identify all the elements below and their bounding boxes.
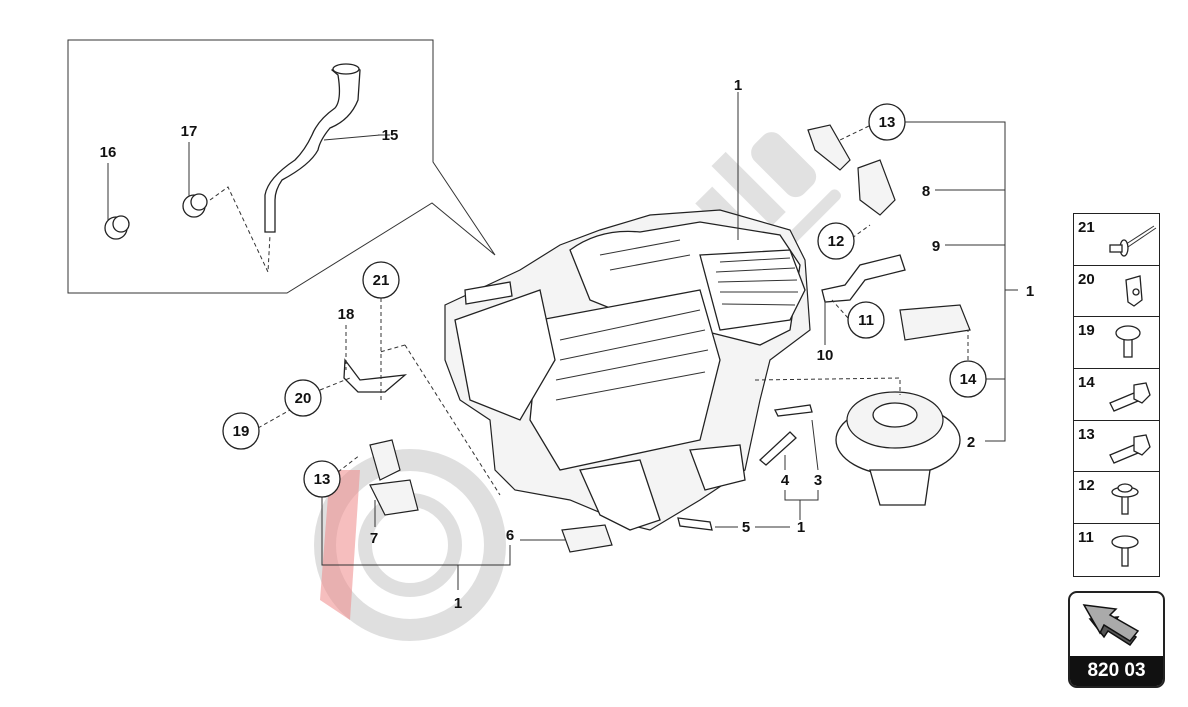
legend-item: 12 [1074, 472, 1159, 525]
callout-17: 17 [181, 123, 198, 140]
callout-20: 20 [295, 390, 312, 407]
callout-14: 14 [960, 371, 977, 388]
flange-screw-icon [1111, 535, 1139, 567]
hex-bolt-icon [1109, 382, 1151, 412]
grommet-part-16 [104, 215, 130, 240]
legend-number: 13 [1078, 425, 1095, 443]
hose-part-15 [264, 65, 361, 233]
callout-1-bottom: 1 [454, 595, 462, 612]
callout-circles [222, 103, 987, 498]
hvac-housing-assembly [444, 209, 811, 531]
blower-resistor-part-9 [899, 304, 971, 341]
back-to-group-button[interactable]: 820 03 [1068, 591, 1165, 688]
legend-number: 20 [1078, 270, 1095, 288]
callout-2: 2 [967, 434, 975, 451]
callout-6: 6 [506, 527, 514, 544]
group-code: 820 03 [1070, 656, 1163, 686]
grommet-part-17 [182, 193, 208, 218]
callout-1-right: 1 [1026, 283, 1034, 300]
legend-item: 13 [1074, 421, 1159, 473]
sensor-part-4 [759, 431, 797, 466]
sensor-part-6 [561, 524, 613, 553]
hex-bolt-icon [1109, 434, 1151, 464]
fastener-legend: 21 20 19 14 13 12 11 [1073, 213, 1160, 577]
callout-16: 16 [100, 144, 117, 161]
legend-number: 19 [1078, 322, 1095, 340]
actuator-part-8 [807, 124, 896, 216]
callout-8: 8 [922, 183, 930, 200]
sensor-part-3 [774, 404, 813, 417]
callout-3: 3 [814, 472, 822, 489]
callout-10: 10 [817, 347, 834, 364]
callout-21: 21 [373, 272, 390, 289]
callout-18: 18 [338, 306, 355, 323]
legend-item: 19 [1074, 317, 1159, 370]
legend-number: 12 [1078, 477, 1095, 495]
callout-13-left: 13 [314, 471, 331, 488]
inset-frame [67, 39, 496, 294]
callout-13-top: 13 [879, 114, 896, 131]
actuator-part-7 [369, 439, 419, 516]
callout-9: 9 [932, 238, 940, 255]
back-arrow-icon [1082, 604, 1140, 647]
legend-item: 11 [1074, 524, 1159, 576]
clip-nut-icon [1125, 274, 1143, 307]
legend-number: 21 [1078, 219, 1095, 236]
flange-screw-icon [1111, 483, 1139, 516]
callout-1-top: 1 [734, 77, 742, 94]
legend-number: 14 [1078, 374, 1095, 392]
torx-screw-icon [1115, 325, 1141, 359]
rivet-icon [1109, 225, 1157, 257]
callout-4: 4 [781, 472, 790, 489]
callout-12: 12 [828, 233, 845, 250]
callout-7: 7 [370, 530, 378, 547]
bracket-part-18 [343, 358, 408, 393]
bracket-part-10 [821, 254, 906, 303]
callout-1-mid: 1 [797, 519, 805, 536]
sensor-part-5 [677, 517, 713, 531]
callout-19: 19 [233, 423, 250, 440]
legend-item: 14 [1074, 369, 1159, 421]
callout-15: 15 [382, 127, 399, 144]
legend-item: 20 [1074, 266, 1159, 318]
legend-number: 11 [1078, 529, 1094, 547]
callout-5: 5 [742, 519, 750, 536]
legend-item: 21 [1074, 214, 1159, 266]
callout-11: 11 [858, 312, 874, 329]
blower-motor-part-2 [835, 391, 961, 506]
